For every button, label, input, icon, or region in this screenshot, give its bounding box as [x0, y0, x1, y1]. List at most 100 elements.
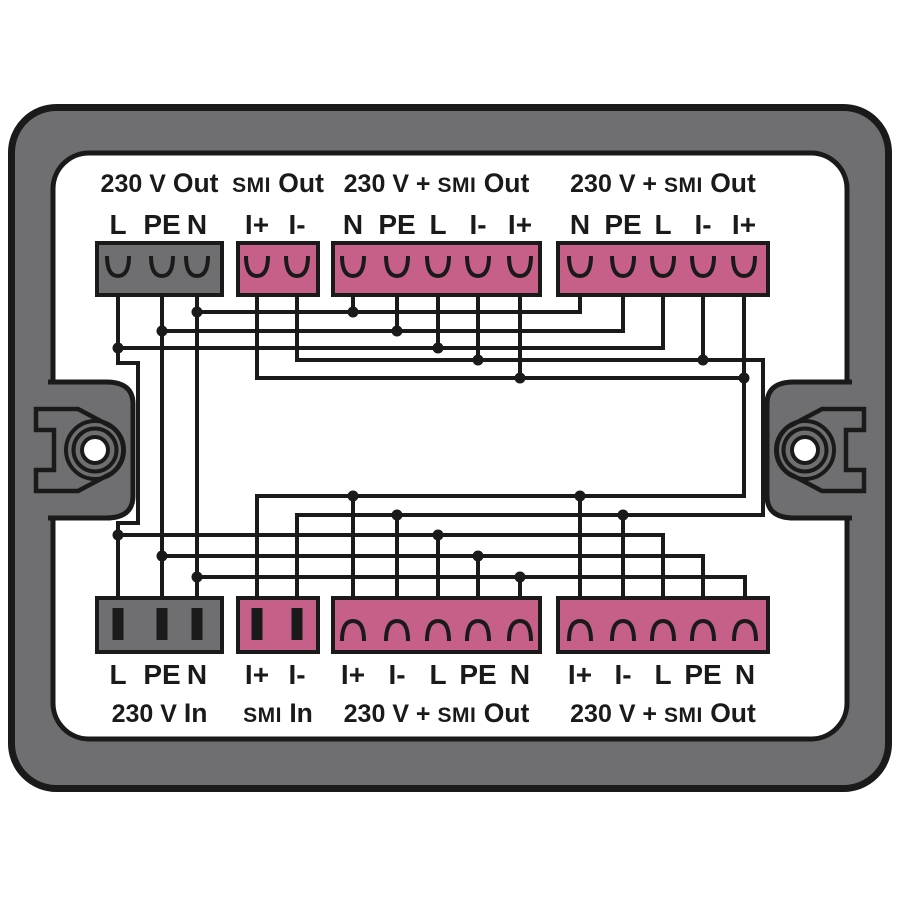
screw-boss-ring — [781, 426, 829, 474]
junction-dot — [391, 325, 403, 337]
pin-icon — [191, 608, 203, 640]
terminal-label-230v-smi-out-top-1-2: L — [429, 209, 446, 240]
spring-clamp-icon — [425, 255, 451, 279]
block-caption-smi-in: SMI In — [243, 698, 313, 728]
spring-clamp-icon — [731, 255, 757, 279]
terminal-label-230v-smi-out-top-2-1: PE — [604, 209, 641, 240]
block-smi-in — [236, 596, 320, 654]
junction-dot — [347, 306, 359, 318]
block-smi-out — [236, 241, 320, 297]
caption-text: Out — [476, 168, 529, 198]
terminal-label-smi-in-0: I+ — [245, 659, 269, 690]
caption-text: 230 V + — [570, 170, 664, 198]
terminal-label-230v-in-0: L — [109, 659, 126, 690]
caption-text: Out — [476, 698, 529, 728]
junction-dot — [432, 342, 444, 354]
terminal-label-230v-smi-out-top-1-0: N — [343, 209, 363, 240]
caption-text: SMI — [664, 174, 703, 197]
caption-text: Out — [703, 698, 756, 728]
caption-text: Out — [271, 168, 324, 198]
junction-dot — [432, 529, 444, 541]
terminal-label-230v-smi-out-bottom-2-4: N — [735, 659, 755, 690]
terminal-label-230v-out-0: L — [109, 209, 126, 240]
spring-clamp-icon — [244, 255, 270, 279]
terminal-label-230v-smi-out-top-1-3: I- — [469, 209, 486, 240]
block-caption-230v-in: 230 V In — [112, 698, 208, 728]
terminal-label-230v-smi-out-top-2-4: I+ — [732, 209, 756, 240]
terminal-label-230v-smi-out-bottom-2-2: L — [654, 659, 671, 690]
terminal-label-smi-out-0: I+ — [245, 209, 269, 240]
junction-dot — [191, 571, 203, 583]
block-caption-230v-out: 230 V Out — [101, 168, 219, 198]
terminal-label-230v-smi-out-top-1-1: PE — [378, 209, 415, 240]
screw-hole-icon — [80, 435, 110, 465]
caption-text: 230 V + — [570, 700, 664, 728]
caption-text: SMI — [437, 704, 476, 727]
caption-text: SMI — [232, 174, 271, 197]
junction-dot — [617, 509, 629, 521]
pin-icon — [112, 608, 124, 640]
caption-text: 230 V — [112, 700, 184, 728]
terminal-label-230v-smi-out-bottom-1-0: I+ — [341, 659, 365, 690]
junction-dot — [514, 372, 526, 384]
caption-text: 230 V + — [344, 700, 438, 728]
right-mounting-tab — [764, 379, 867, 521]
terminal-label-230v-out-2: N — [187, 209, 207, 240]
junction-dot — [112, 342, 124, 354]
spring-clamp-icon — [732, 618, 758, 642]
terminal-label-230v-smi-out-bottom-1-3: PE — [459, 659, 496, 690]
terminal-label-smi-in-1: I- — [288, 659, 305, 690]
block-caption-230v-smi-out-bottom-2: 230 V + SMI Out — [570, 698, 756, 728]
spring-clamp-icon — [284, 255, 310, 279]
junction-dots — [112, 306, 750, 583]
left-mounting-tab — [33, 379, 136, 521]
terminal-label-230v-smi-out-bottom-1-4: N — [510, 659, 530, 690]
block-caption-230v-smi-out-bottom-1: 230 V + SMI Out — [344, 698, 530, 728]
spring-clamp-icon — [610, 618, 636, 642]
spring-clamp-icon — [465, 255, 491, 279]
block-230v-out — [95, 241, 224, 297]
junction-dot — [697, 354, 709, 366]
block-caption-230v-smi-out-top-2: 230 V + SMI Out — [570, 168, 756, 198]
junction-dot — [347, 490, 359, 502]
block-caption-smi-out: SMI Out — [232, 168, 324, 198]
block-group-230v-smi-out-top-1: N PE L I- I+ 230 V + SMI Out — [331, 168, 542, 297]
spring-clamp-icon — [149, 255, 175, 279]
block-230v-smi-out-bottom-1 — [331, 596, 542, 654]
pin-icon — [251, 608, 263, 640]
terminal-label-230v-smi-out-top-1-4: I+ — [508, 209, 532, 240]
screw-boss-ring — [71, 426, 119, 474]
screw-boss-ring — [774, 419, 836, 481]
spring-clamp-icon — [425, 618, 451, 642]
terminal-label-230v-smi-out-bottom-2-3: PE — [684, 659, 721, 690]
spring-clamp-icon — [105, 255, 131, 279]
junction-dot — [156, 325, 168, 337]
spring-clamp-icon — [650, 255, 676, 279]
terminal-label-230v-smi-out-top-2-0: N — [570, 209, 590, 240]
spring-clamp-icon — [690, 255, 716, 279]
junction-dot — [738, 372, 750, 384]
caption-text: SMI — [437, 174, 476, 197]
block-group-smi-out: I+I-SMI Out — [232, 168, 324, 297]
spring-clamp-icon — [507, 618, 533, 642]
block-230v-smi-out-bottom-2 — [556, 596, 770, 654]
terminal-label-230v-smi-out-top-2-2: L — [654, 209, 671, 240]
terminal-label-230v-in-2: N — [187, 659, 207, 690]
pin-icon — [291, 608, 303, 640]
caption-text: In — [184, 698, 208, 728]
caption-text: SMI — [243, 704, 282, 727]
junction-dot — [514, 571, 526, 583]
spring-clamp-icon — [384, 255, 410, 279]
screw-hole-icon — [790, 435, 820, 465]
spring-clamp-icon — [610, 255, 636, 279]
block-group-smi-in: I+ I- SMI In — [236, 596, 320, 728]
junction-dot — [472, 550, 484, 562]
block-caption-230v-smi-out-top-1: 230 V + SMI Out — [344, 168, 530, 198]
